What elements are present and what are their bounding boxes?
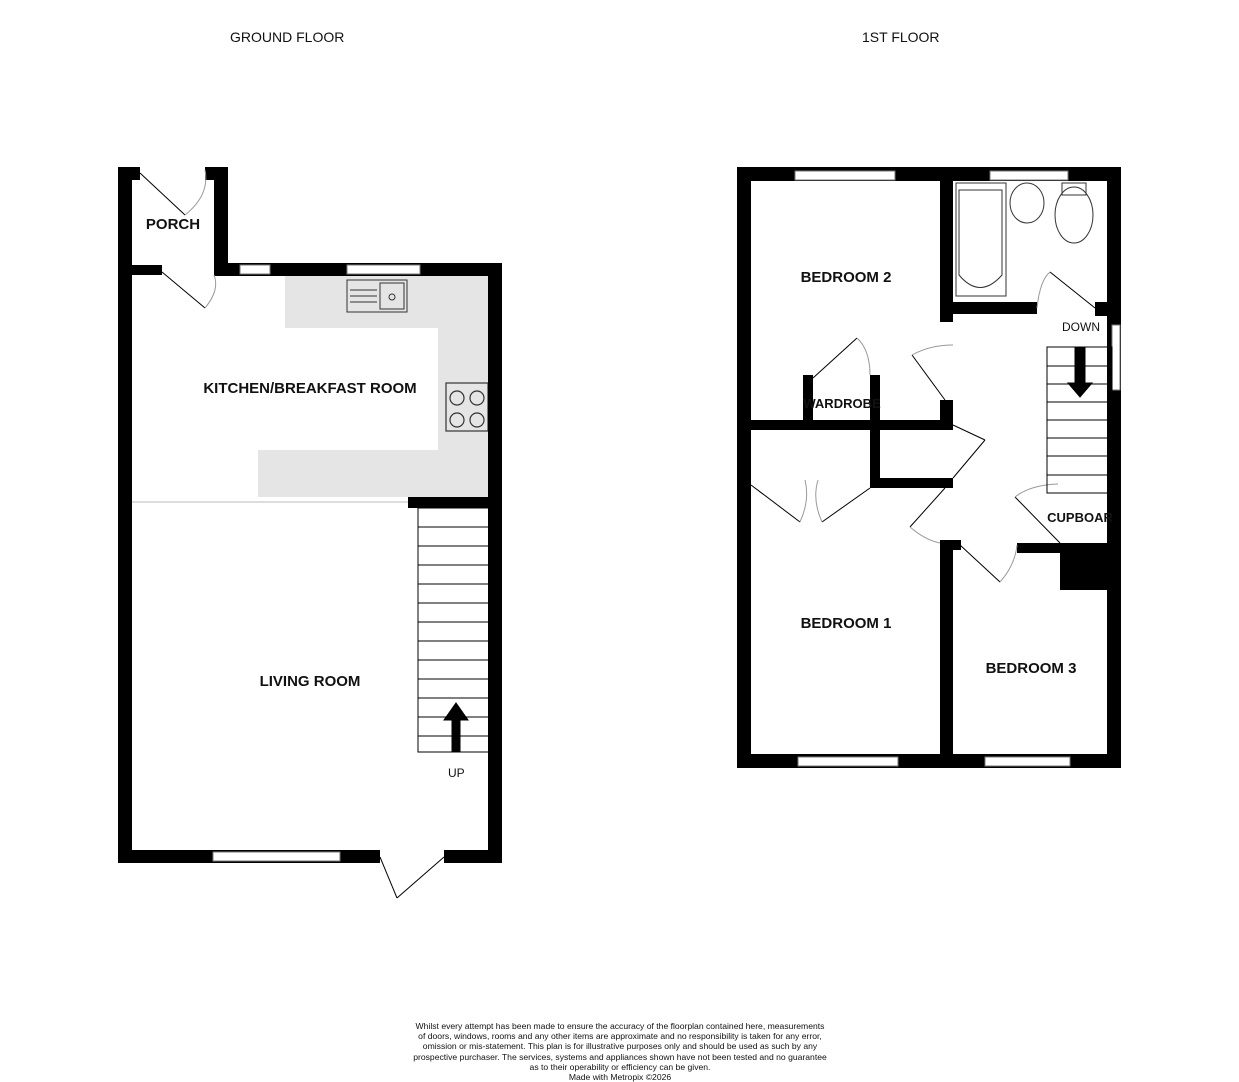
kitchen-counter	[258, 276, 488, 497]
first-floor-plan	[737, 167, 1121, 768]
room-label-living: LIVING ROOM	[259, 673, 361, 690]
staircase-up[interactable]	[417, 507, 494, 753]
staircase-down[interactable]	[1046, 346, 1113, 494]
room-label-bedroom2: BEDROOM 2	[800, 269, 892, 286]
ground-floor-title: GROUND FLOOR	[230, 29, 345, 45]
hob-icon	[445, 382, 489, 432]
arrow-down-icon	[1066, 346, 1094, 398]
credit-line: Made with Metropix ©2026	[568, 1072, 672, 1082]
room-label-cupboard: CUPBOAR	[1047, 510, 1113, 525]
arrow-up-icon	[443, 702, 469, 753]
disclaimer-line: as to their operability or efficiency ca…	[529, 1061, 711, 1072]
first-floor-title: 1ST FLOOR	[862, 29, 940, 45]
bath-icon	[955, 182, 1007, 297]
disclaimer-line: Whilst every attempt has been made to en…	[415, 1021, 825, 1031]
disclaimer-line: of doors, windows, rooms and any other i…	[418, 1031, 822, 1042]
windows	[794, 170, 1121, 767]
room-label-porch: PORCH	[145, 216, 201, 233]
disclaimer: Whilst every attempt has been made to en…	[400, 1021, 840, 1082]
stairs-down-label: DOWN	[1062, 320, 1100, 334]
room-label-wardrobe: WARDROBE	[803, 396, 881, 411]
bathroom-fixtures	[955, 182, 1094, 297]
doors	[139, 169, 445, 899]
basin-icon	[1009, 182, 1045, 224]
walls	[118, 167, 502, 863]
windows	[212, 264, 421, 862]
ground-floor-plan	[118, 167, 502, 899]
disclaimer-line: omission or mis-statement. This plan is …	[422, 1041, 818, 1052]
doors	[750, 271, 1096, 583]
room-label-bedroom3: BEDROOM 3	[985, 660, 1077, 677]
stairs-up-label: UP	[448, 766, 465, 780]
walls	[737, 167, 1121, 768]
sink-icon	[346, 279, 408, 313]
room-label-bedroom1: BEDROOM 1	[800, 615, 892, 632]
disclaimer-line: prospective purchaser. The services, sys…	[413, 1051, 827, 1062]
room-label-kitchen: KITCHEN/BREAKFAST ROOM	[203, 380, 417, 397]
toilet-icon	[1054, 186, 1094, 244]
